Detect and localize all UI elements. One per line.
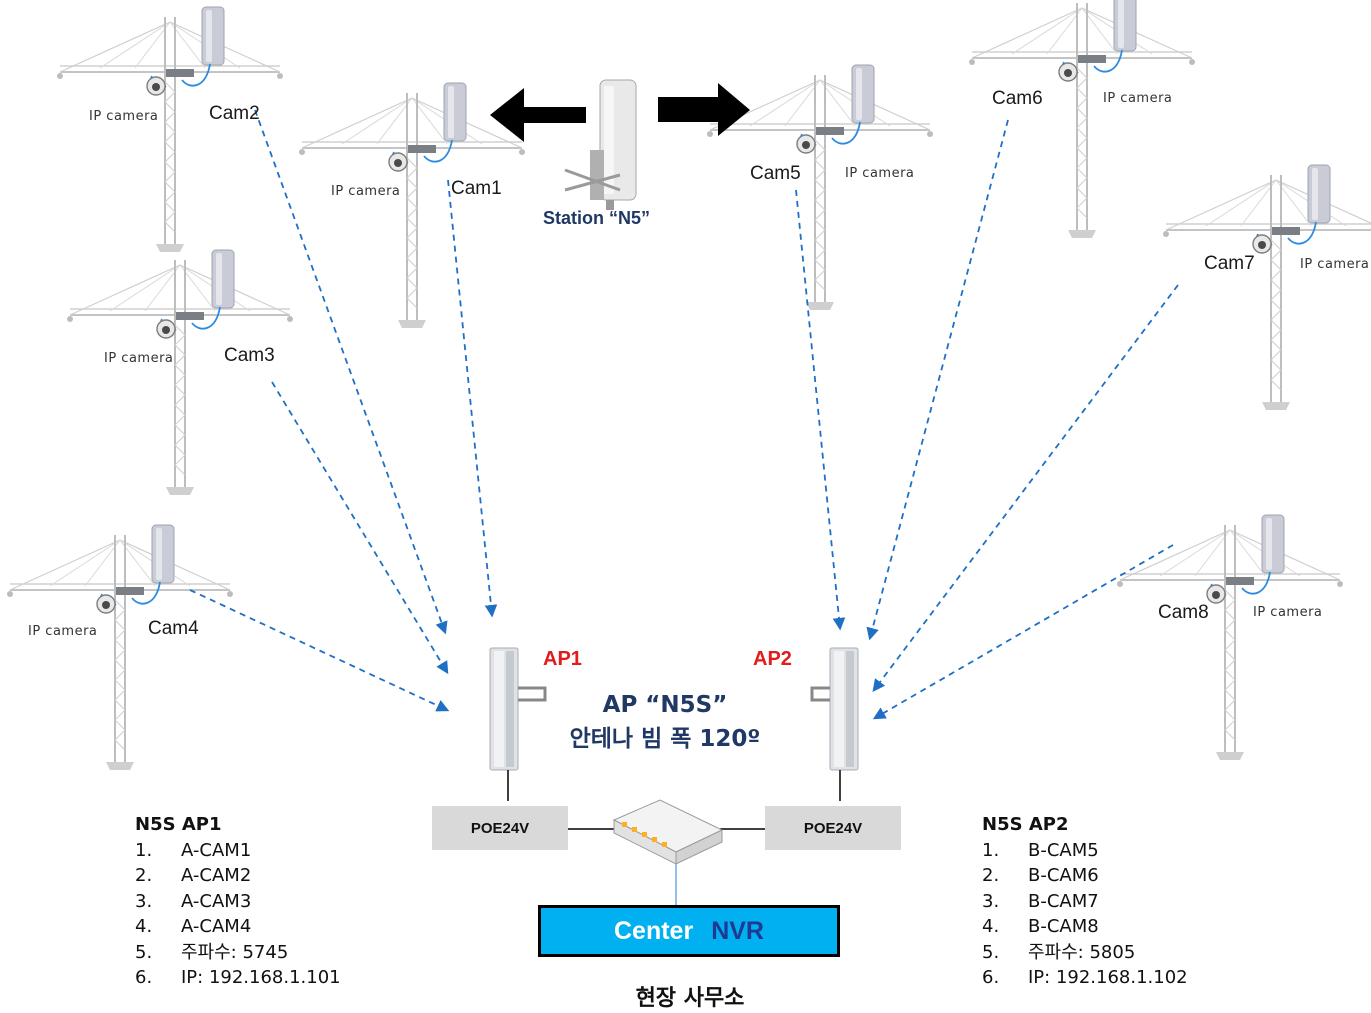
station-n5-device-icon <box>564 79 637 210</box>
wireless-link-arrows <box>189 109 1179 720</box>
list-item: 5.주파수: 5745 <box>135 941 289 963</box>
cam5-label: Cam5 <box>750 163 801 184</box>
link-cam4 <box>189 589 450 712</box>
poe-left: POE24V <box>432 806 568 850</box>
cam1-label: Cam1 <box>451 178 502 199</box>
list-item: 3.B-CAM7 <box>982 890 1099 912</box>
antenna-beam-width: 안테나 빔 폭 120º <box>569 726 761 752</box>
ap-model: AP “N5S” <box>602 692 728 718</box>
ap2-info-title: N5S AP2 <box>982 814 1069 835</box>
tower-cam3 <box>66 249 294 496</box>
list-item: 4.A-CAM4 <box>135 916 252 937</box>
cam2-label: Cam2 <box>209 103 260 124</box>
link-cam7 <box>872 284 1179 693</box>
poe-right: POE24V <box>765 806 901 850</box>
cam1-device: IP camera <box>331 184 401 199</box>
cam4-device: IP camera <box>28 624 98 639</box>
list-item: 2.B-CAM6 <box>982 865 1099 886</box>
cam6-label: Cam6 <box>992 88 1043 109</box>
station-label: Station “N5” <box>543 208 651 228</box>
list-item: 1.B-CAM5 <box>982 839 1099 861</box>
cam3-device: IP camera <box>104 351 174 366</box>
tower-cam7 <box>1162 164 1371 411</box>
cam8-label: Cam8 <box>1158 602 1209 623</box>
link-cam6 <box>866 119 1009 641</box>
cam7-label: Cam7 <box>1204 253 1255 274</box>
ap2-tag: AP2 <box>753 648 792 670</box>
tower-cam4 <box>6 524 234 771</box>
list-item: 2.A-CAM2 <box>135 865 252 886</box>
link-cam2 <box>254 109 448 635</box>
ap1-info-title: N5S AP1 <box>135 814 222 835</box>
cam2-device: IP camera <box>89 109 159 124</box>
ap1-antenna <box>489 647 519 771</box>
list-item: 5.주파수: 5805 <box>982 941 1136 963</box>
ap2-info-list: 1.B-CAM5 2.B-CAM6 3.B-CAM7 4.B-CAM8 5.주파… <box>982 838 1188 991</box>
list-item: 4.B-CAM8 <box>982 916 1099 937</box>
network-switch-icon <box>612 799 724 865</box>
link-cam5 <box>795 189 846 631</box>
link-cam3 <box>271 381 449 675</box>
nvr-word-nvr: NVR <box>711 916 764 945</box>
ap-description: AP “N5S” 안테나 빔 폭 120º <box>540 688 790 756</box>
ap2-antenna <box>829 647 859 771</box>
list-item: 1.A-CAM1 <box>135 839 252 861</box>
link-cam1 <box>447 179 498 618</box>
tower-cam6 <box>968 0 1196 239</box>
tower-cam8 <box>1116 514 1344 761</box>
cam7-device: IP camera <box>1300 257 1370 272</box>
list-item: 6.IP: 192.168.1.102 <box>982 967 1188 988</box>
link-cam8 <box>872 544 1174 720</box>
nvr-word-center: Center <box>614 916 694 945</box>
list-item: 3.A-CAM3 <box>135 890 252 912</box>
ap1-info: N5S AP1 1.A-CAM1 2.A-CAM2 3.A-CAM3 4.A-C… <box>135 812 341 991</box>
tower-cam2 <box>56 6 284 253</box>
tower-cam5 <box>706 64 934 311</box>
cam4-label: Cam4 <box>148 618 199 639</box>
ap1-tag: AP1 <box>543 648 582 670</box>
ap1-info-list: 1.A-CAM1 2.A-CAM2 3.A-CAM3 4.A-CAM4 5.주파… <box>135 838 341 991</box>
antenna-panel-icon <box>489 647 859 771</box>
wiring <box>507 770 841 905</box>
site-office-label: 현장 사무소 <box>635 986 745 1011</box>
cam3-label: Cam3 <box>224 345 275 366</box>
cam8-device: IP camera <box>1253 605 1323 620</box>
cam6-device: IP camera <box>1103 91 1173 106</box>
tower-cam1 <box>298 82 526 329</box>
list-item: 6.IP: 192.168.1.101 <box>135 967 341 988</box>
center-nvr: Center NVR <box>538 905 840 957</box>
direction-arrow-icon <box>490 83 750 142</box>
ap2-info: N5S AP2 1.B-CAM5 2.B-CAM6 3.B-CAM7 4.B-C… <box>982 812 1188 991</box>
cam5-device: IP camera <box>845 166 915 181</box>
